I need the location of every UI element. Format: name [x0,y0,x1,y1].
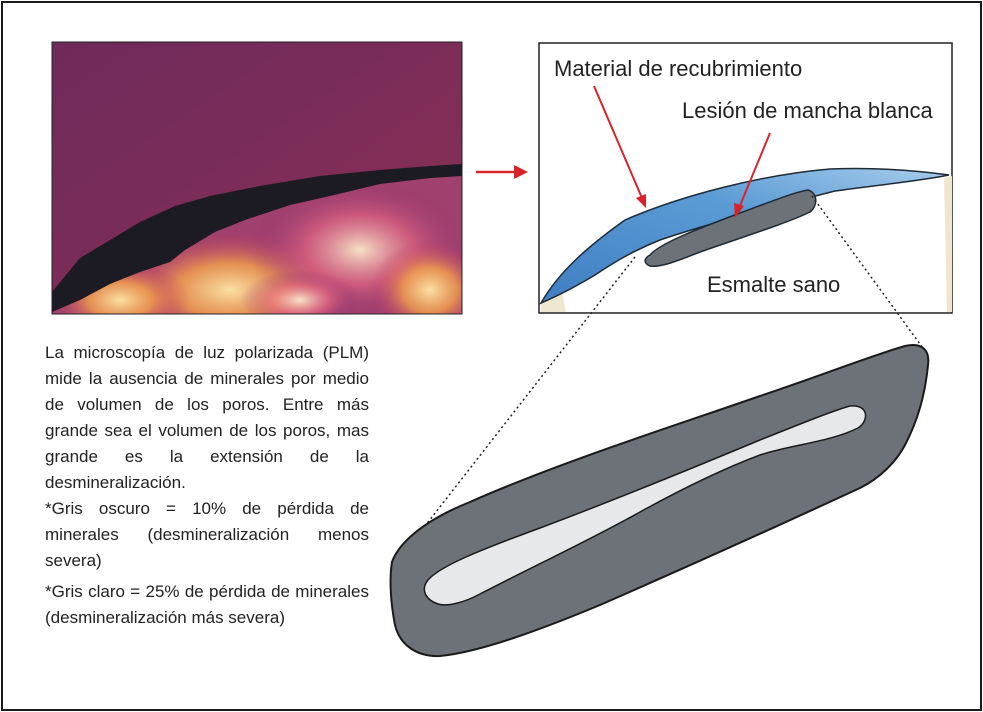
enlarged-lesion [391,345,929,656]
arrow-to-schematic [476,165,528,179]
micrograph-image [50,42,490,350]
light-gray-note: *Gris claro = 25% de pérdida de minerale… [45,579,369,631]
label-white-spot-lesion: Lesión de mancha blanca [682,98,933,123]
label-sound-enamel: Esmalte sano [707,272,840,297]
description-paragraph: La microscopía de luz polarizada (PLM) m… [45,340,369,496]
label-coating-material: Material de recubrimiento [554,56,802,81]
dark-gray-note: *Gris oscuro = 10% de pérdida de mineral… [45,496,369,574]
